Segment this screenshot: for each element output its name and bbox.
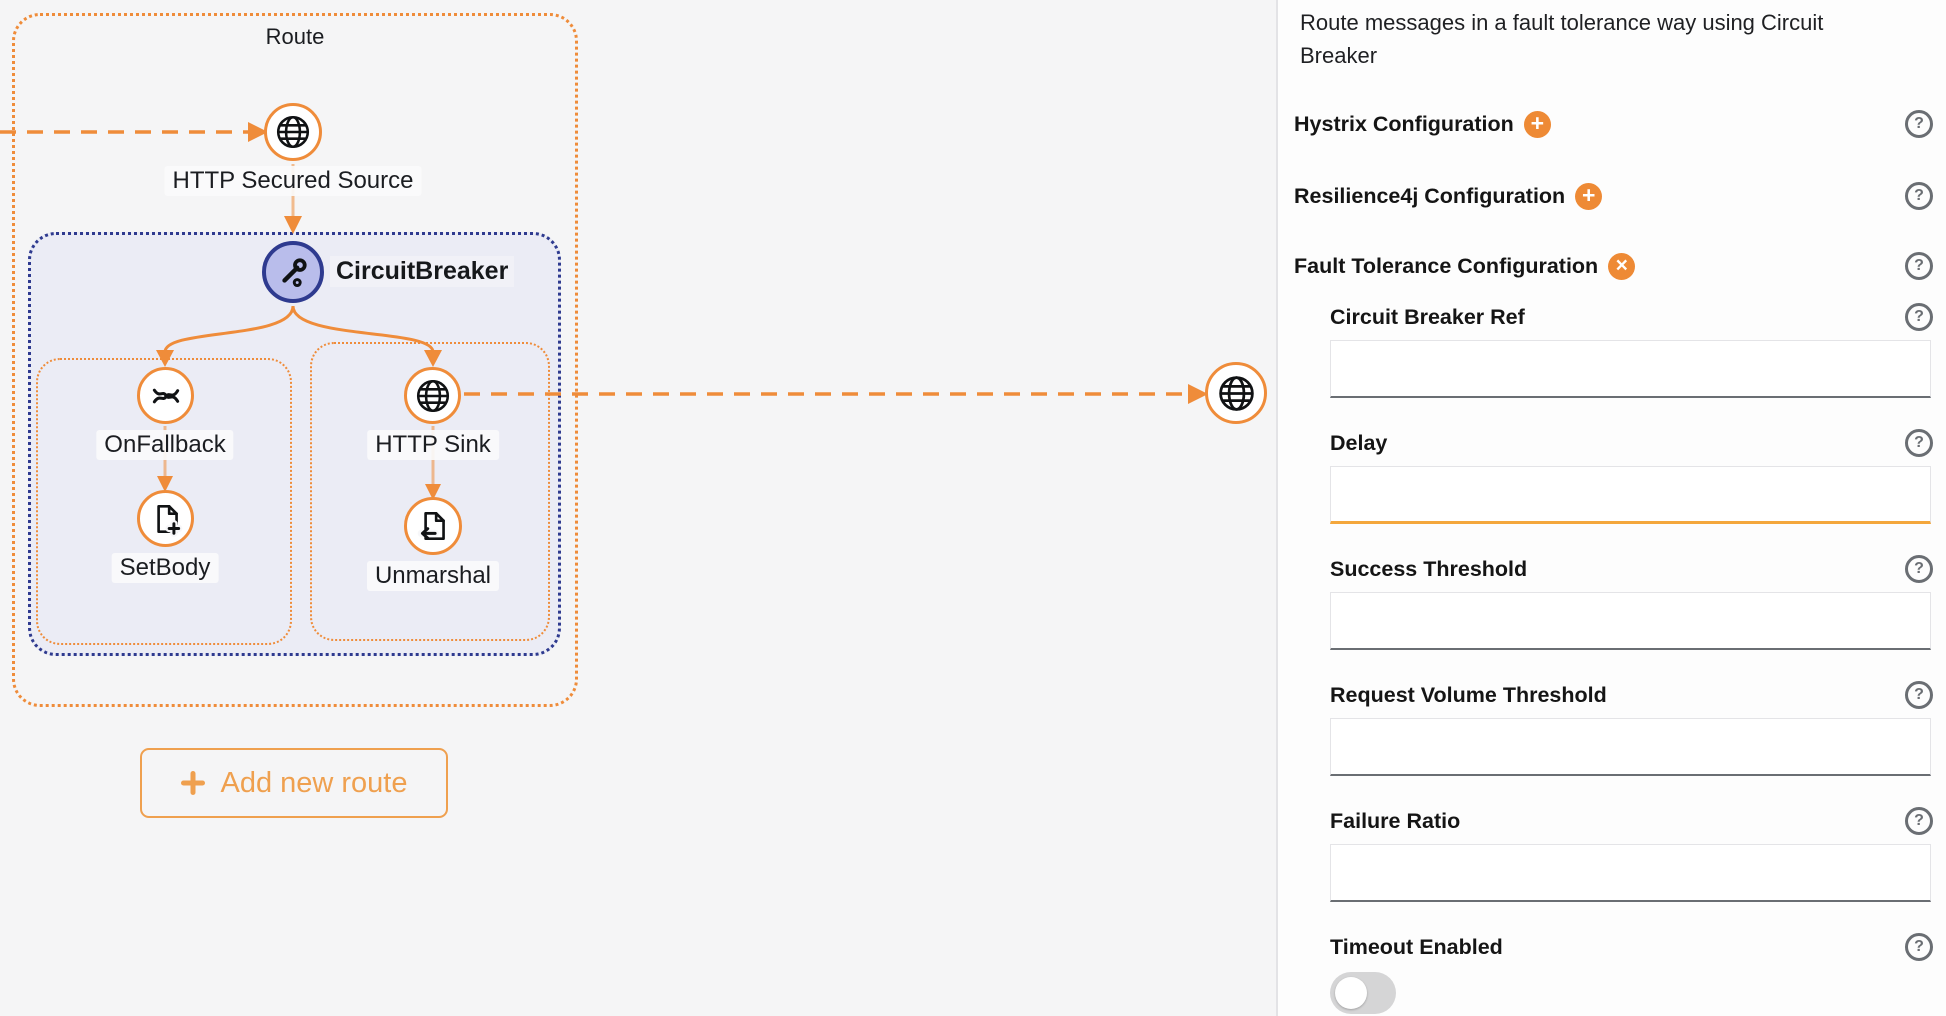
node-label: HTTP Sink (367, 430, 499, 460)
success-threshold-input[interactable] (1330, 592, 1931, 650)
help-icon[interactable]: ? (1905, 555, 1933, 583)
field-success-threshold: Success Threshold ? (1294, 554, 1944, 650)
node-label: OnFallback (96, 430, 234, 460)
help-icon[interactable]: ? (1905, 807, 1933, 835)
node-on-fallback[interactable] (137, 367, 194, 424)
route-canvas[interactable]: Route (0, 0, 1278, 1016)
circuit-breaker-icon (274, 253, 312, 291)
field-label: Failure Ratio (1330, 808, 1461, 833)
field-label: Timeout Enabled (1330, 934, 1503, 959)
node-label: Unmarshal (366, 561, 500, 591)
node-label: SetBody (111, 553, 219, 583)
field-failure-ratio: Failure Ratio ? (1294, 806, 1944, 902)
field-circuit-breaker-ref: Circuit Breaker Ref ? (1294, 302, 1944, 398)
help-icon[interactable]: ? (1905, 429, 1933, 457)
document-import-icon (414, 507, 452, 545)
help-icon[interactable]: ? (1905, 110, 1933, 138)
help-icon[interactable]: ? (1905, 303, 1933, 331)
add-new-route-button[interactable]: Add new route (140, 748, 448, 818)
node-label: CircuitBreaker (330, 256, 515, 287)
help-icon[interactable]: ? (1905, 182, 1933, 210)
failure-ratio-input[interactable] (1330, 844, 1931, 902)
field-delay: Delay ? (1294, 428, 1944, 524)
globe-icon (413, 376, 453, 416)
node-http-sink[interactable] (404, 367, 461, 424)
toggle-knob (1335, 977, 1367, 1009)
field-label: Request Volume Threshold (1330, 682, 1607, 707)
node-http-secured-source[interactable] (264, 103, 322, 161)
field-label: Delay (1330, 430, 1388, 455)
document-add-icon (147, 500, 185, 538)
plus-icon (180, 770, 206, 796)
crossed-paths-icon (147, 377, 185, 415)
add-new-route-label: Add new route (220, 766, 408, 799)
node-set-body[interactable] (137, 490, 194, 547)
section-label: Resilience4j Configuration (1294, 183, 1566, 208)
remove-icon[interactable]: × (1608, 252, 1636, 280)
field-timeout-enabled: Timeout Enabled ? (1294, 932, 1944, 1016)
config-panel: Route messages in a fault tolerance way … (1278, 0, 1944, 1016)
route-container[interactable] (12, 13, 578, 707)
section-fault-tolerance-configuration: Fault Tolerance Configuration × ? (1294, 248, 1933, 284)
field-request-volume-threshold: Request Volume Threshold ? (1294, 680, 1944, 776)
globe-icon (1215, 372, 1258, 415)
section-hystrix-configuration: Hystrix Configuration + ? (1294, 106, 1933, 142)
node-unmarshal[interactable] (404, 497, 462, 555)
route-title: Route (265, 24, 325, 49)
node-circuit-breaker[interactable] (262, 241, 324, 303)
add-icon[interactable]: + (1523, 110, 1551, 138)
field-label: Success Threshold (1330, 556, 1528, 581)
help-icon[interactable]: ? (1905, 933, 1933, 961)
node-outgoing-endpoint[interactable] (1205, 362, 1267, 424)
globe-icon (273, 112, 313, 152)
node-label: HTTP Secured Source (164, 166, 422, 196)
field-label: Circuit Breaker Ref (1330, 304, 1525, 329)
timeout-enabled-toggle[interactable] (1330, 972, 1396, 1014)
section-label: Hystrix Configuration (1294, 111, 1514, 136)
request-volume-threshold-input[interactable] (1330, 718, 1931, 776)
section-resilience4j-configuration: Resilience4j Configuration + ? (1294, 178, 1933, 214)
step-description: Route messages in a fault tolerance way … (1300, 10, 1824, 68)
delay-input[interactable] (1330, 466, 1931, 524)
add-icon[interactable]: + (1575, 182, 1603, 210)
section-label: Fault Tolerance Configuration (1294, 253, 1599, 278)
help-icon[interactable]: ? (1905, 252, 1933, 280)
circuit-breaker-ref-input[interactable] (1330, 340, 1931, 398)
help-icon[interactable]: ? (1905, 681, 1933, 709)
